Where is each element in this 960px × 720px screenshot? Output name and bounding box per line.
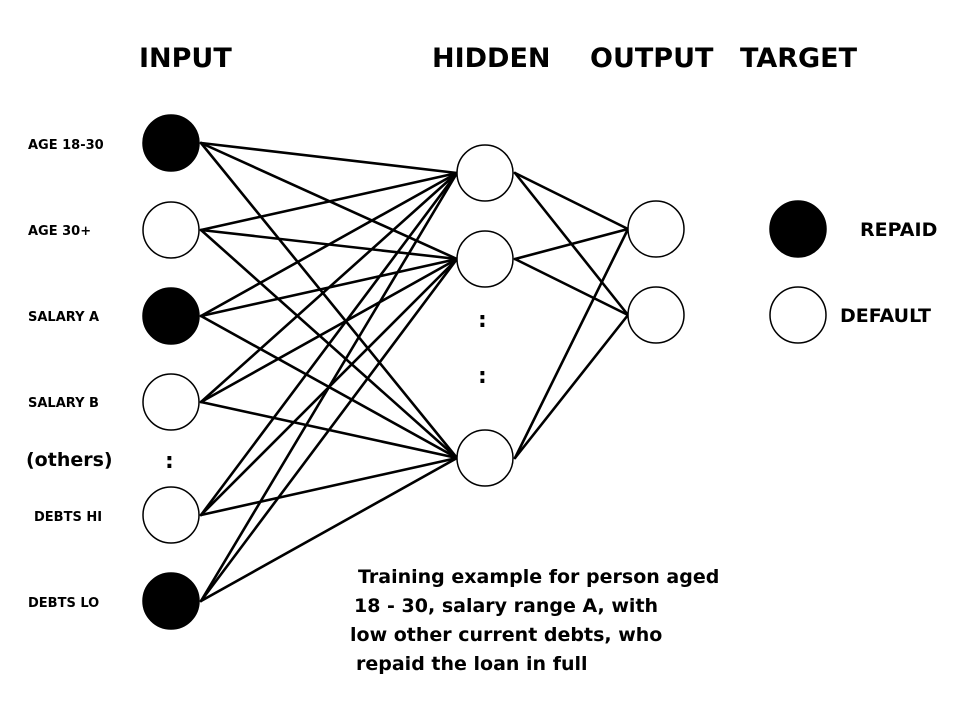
input-label-salary-a: SALARY A [28, 310, 99, 325]
input-hidden-edge-12 [199, 171, 459, 517]
output-node-2 [627, 286, 685, 344]
input-hidden-edge-17 [199, 456, 459, 603]
input-layer: AGE 18-30 AGE 30+ SALARY A SALARY B DEBT… [26, 114, 200, 630]
target-label-default: DEFAULT [840, 305, 931, 327]
hidden-ellipsis-1: : [478, 308, 487, 333]
hidden-ellipsis-2: : [478, 364, 487, 389]
input-hidden-edge-14 [199, 456, 459, 517]
caption: Training example for person aged 18 - 30… [350, 566, 719, 675]
input-label-age-30-plus: AGE 30+ [28, 224, 91, 239]
target-node-repaid [769, 200, 827, 258]
input-hidden-edge-16 [199, 257, 459, 603]
hidden-output-edge-0 [513, 171, 630, 231]
target-label-repaid: REPAID [860, 219, 937, 241]
input-node-age-30-plus [142, 201, 200, 259]
target-legend: REPAID DEFAULT [769, 200, 937, 344]
caption-line-1: Training example for person aged [358, 566, 719, 588]
input-node-debts-hi [142, 486, 200, 544]
input-hidden-edge-0 [199, 141, 459, 175]
connection-layer [199, 141, 630, 603]
input-label-debts-hi: DEBTS HI [34, 510, 102, 525]
input-hidden-edge-2 [199, 141, 459, 460]
input-hidden-edge-9 [199, 171, 459, 404]
hidden-node-2 [456, 230, 514, 288]
header-input: INPUT [139, 43, 232, 74]
input-node-age-18-30 [142, 114, 200, 172]
header-hidden: HIDDEN [432, 43, 551, 74]
caption-line-3: low other current debts, who [350, 624, 662, 646]
hidden-node-1 [456, 144, 514, 202]
hidden-output-edge-5 [513, 313, 630, 460]
input-node-salary-a [142, 287, 200, 345]
output-layer [627, 200, 685, 344]
input-hidden-edge-15 [199, 171, 459, 603]
hidden-node-last [456, 429, 514, 487]
input-label-salary-b: SALARY B [28, 396, 99, 411]
target-node-default [769, 286, 827, 344]
input-hidden-edge-10 [199, 257, 459, 404]
header-output: OUTPUT [590, 43, 714, 74]
input-hidden-edge-6 [199, 171, 459, 318]
input-label-others: (others) [26, 449, 113, 471]
input-ellipsis: : [165, 449, 174, 474]
caption-line-2: 18 - 30, salary range A, with [354, 595, 658, 617]
input-label-debts-lo: DEBTS LO [28, 596, 99, 611]
caption-line-4: repaid the loan in full [356, 653, 588, 675]
hidden-output-edge-3 [513, 257, 630, 317]
hidden-output-edge-2 [513, 227, 630, 261]
input-hidden-edge-3 [199, 171, 459, 232]
header-target: TARGET [740, 43, 858, 74]
output-node-1 [627, 200, 685, 258]
hidden-output-edge-4 [513, 227, 630, 460]
input-label-age-18-30: AGE 18-30 [28, 138, 104, 153]
input-node-salary-b [142, 373, 200, 431]
input-node-debts-lo [142, 572, 200, 630]
hidden-layer: : : [456, 144, 514, 487]
